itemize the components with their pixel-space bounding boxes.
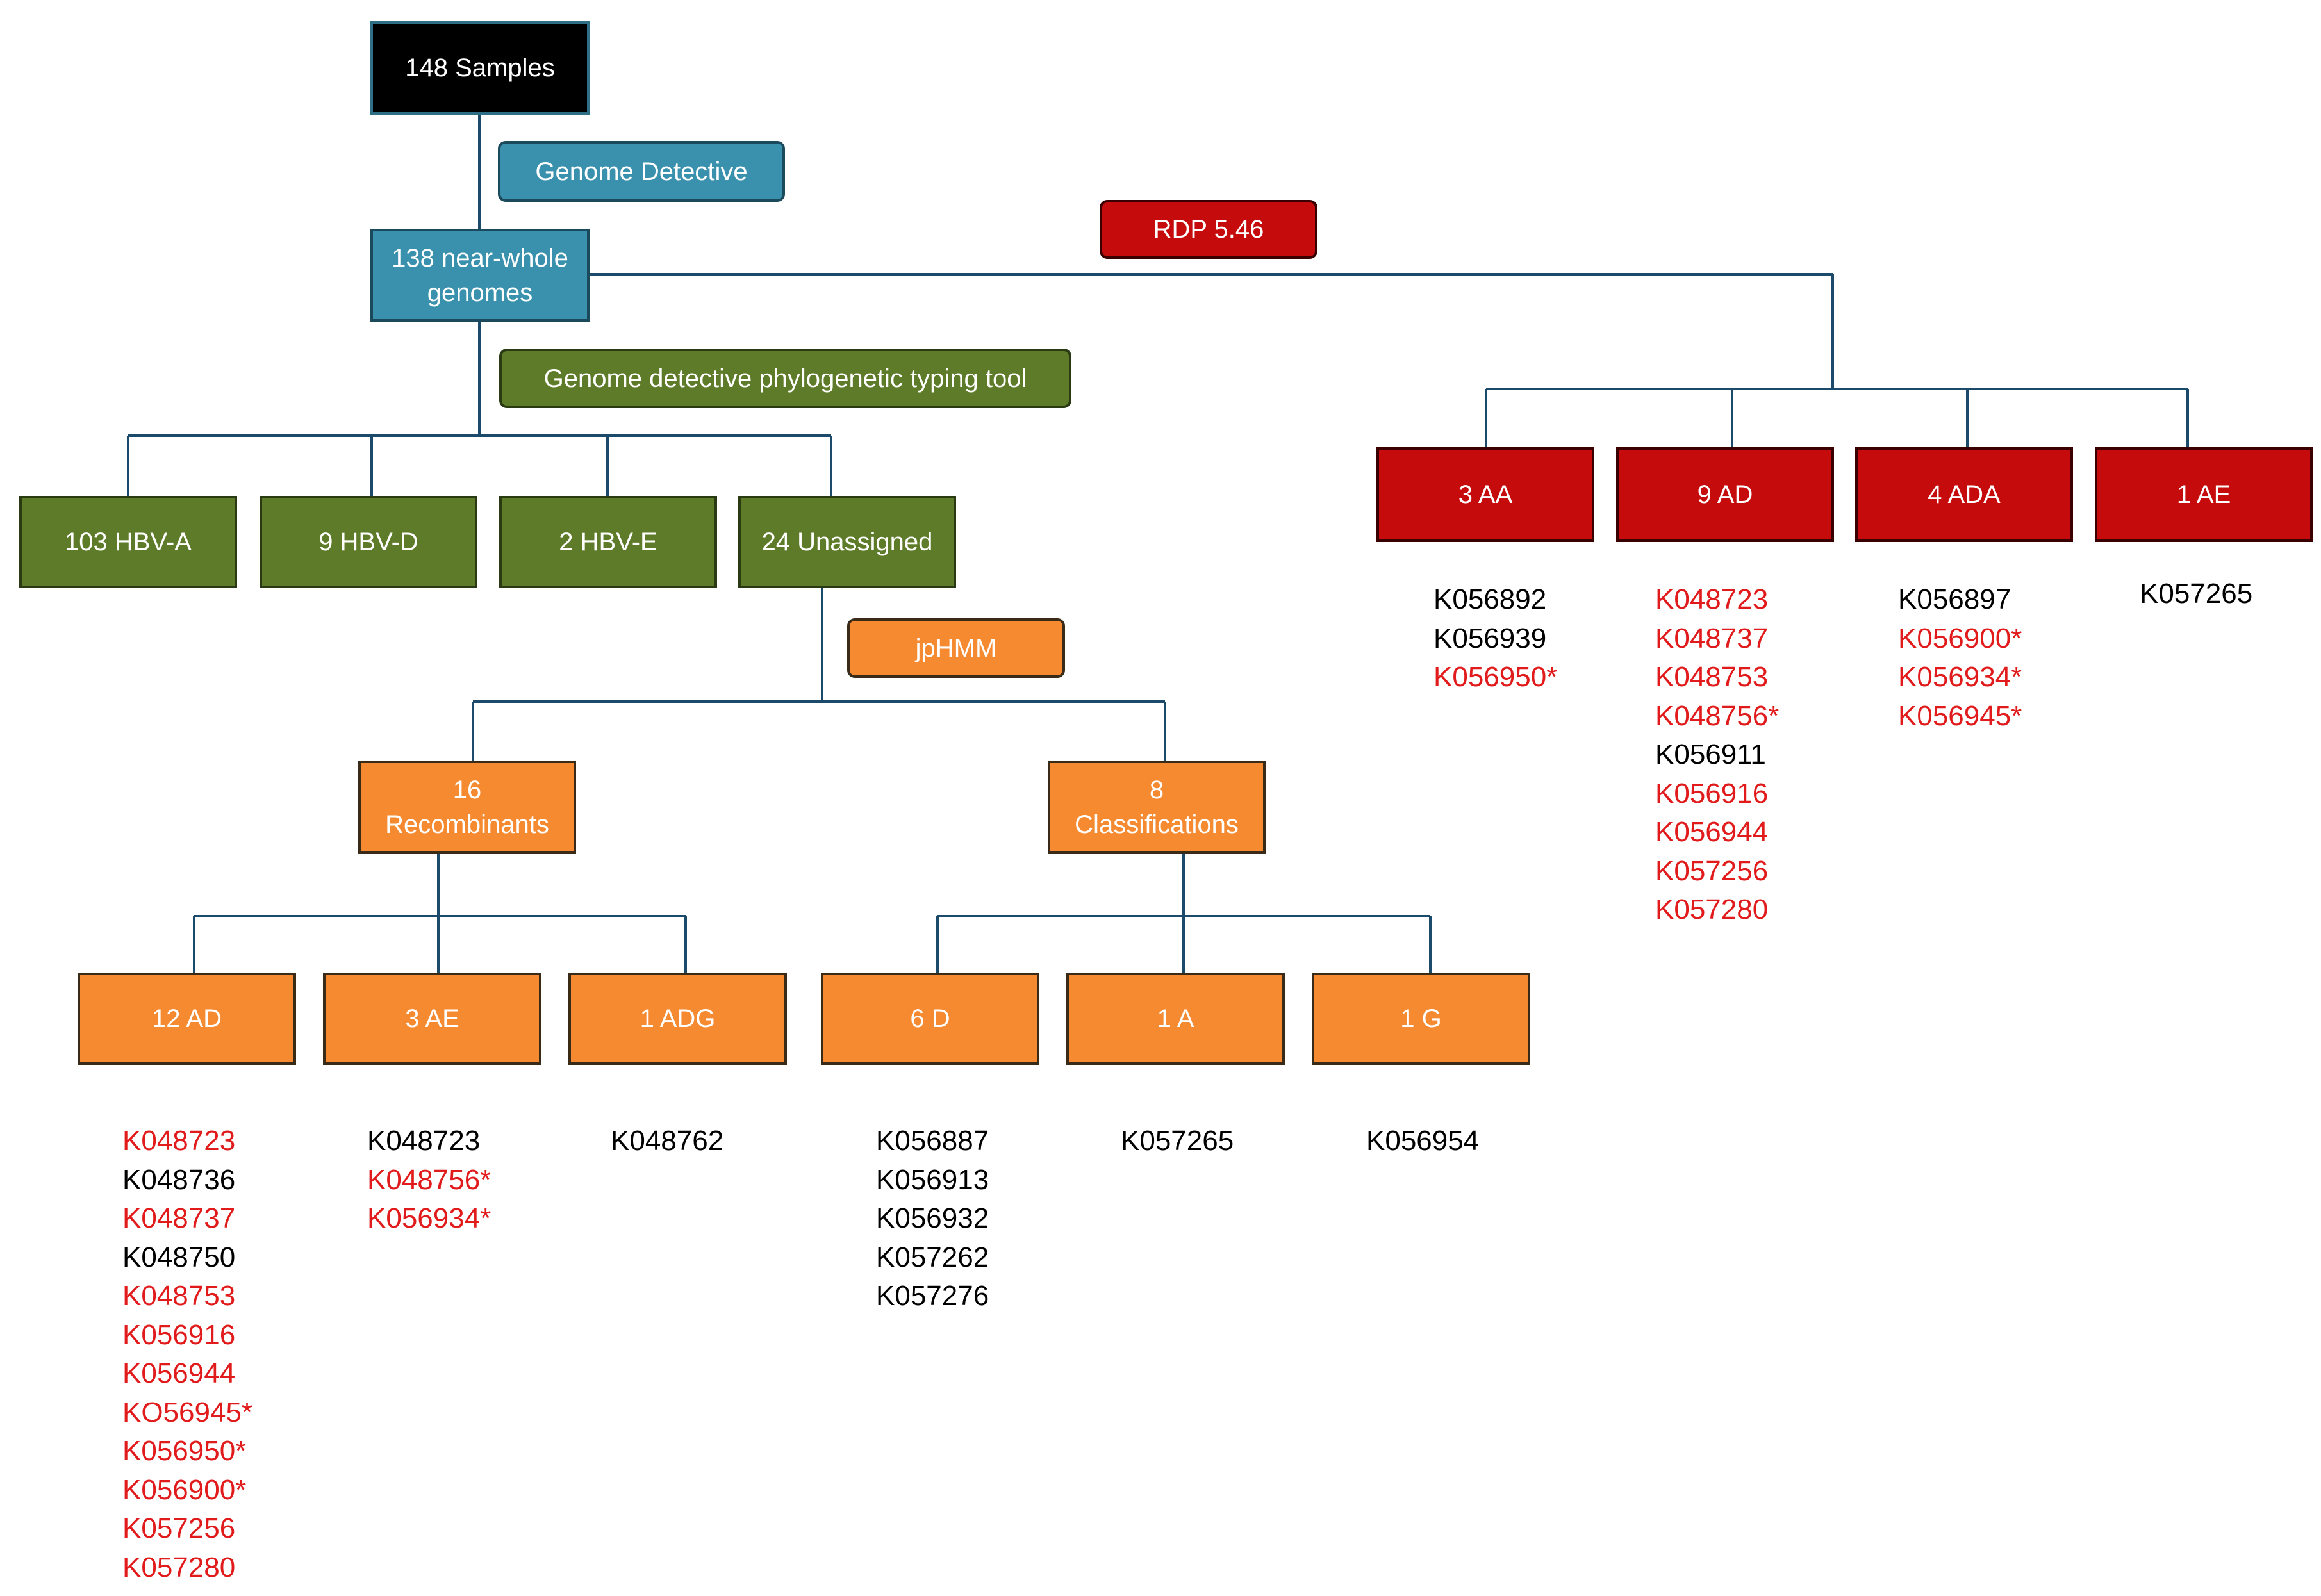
- node-1-adg: 1 ADG: [568, 973, 787, 1065]
- sample-id: K048756*: [1655, 700, 1780, 732]
- node-recombinants: 16 Recombinants: [358, 761, 576, 854]
- sample-id: K048756*: [367, 1164, 491, 1196]
- sample-id: K057265: [1121, 1125, 1234, 1156]
- sample-id: K056939: [1433, 622, 1547, 654]
- sample-list-1-g: K056954: [1366, 1122, 1479, 1161]
- node-4-ada: 4 ADA: [1855, 447, 2073, 542]
- sample-id: K056897: [1898, 584, 2011, 615]
- node-12-ad: 12 AD: [78, 973, 296, 1065]
- sample-id: K056911: [1655, 739, 1766, 770]
- sample-id: K048723: [122, 1125, 236, 1156]
- sample-id: K048723: [367, 1125, 481, 1156]
- sample-id: K048753: [122, 1280, 236, 1312]
- node-1-a: 1 A: [1066, 973, 1285, 1065]
- sample-id: K048723: [1655, 584, 1769, 615]
- node-1-g: 1 G: [1312, 973, 1530, 1065]
- tag-genome-detective: Genome Detective: [498, 141, 785, 202]
- sample-id: K056950*: [122, 1435, 247, 1467]
- sample-id: K056887: [876, 1125, 989, 1156]
- node-classifications: 8 Classifications: [1048, 761, 1266, 854]
- sample-id: K057265: [2140, 578, 2253, 609]
- sample-id: K056892: [1433, 584, 1547, 615]
- sample-id: K056900*: [1898, 622, 2022, 654]
- node-hbv-d: 9 HBV-D: [260, 496, 477, 588]
- tag-jphmm: jpHMM: [847, 618, 1065, 678]
- sample-id: K048762: [611, 1125, 724, 1156]
- sample-id: K056945*: [1898, 700, 2022, 732]
- sample-id: K048750: [122, 1241, 236, 1273]
- sample-id: K057280: [1655, 894, 1769, 925]
- sample-list-1-a: K057265: [1121, 1122, 1234, 1161]
- tag-rdp: RDP 5.46: [1100, 200, 1317, 259]
- sample-id: K056934*: [367, 1203, 491, 1234]
- node-unassigned: 24 Unassigned: [738, 496, 956, 588]
- node-148-samples: 148 Samples: [370, 21, 590, 115]
- sample-id: K056954: [1366, 1125, 1480, 1156]
- node-3-aa: 3 AA: [1376, 447, 1594, 542]
- sample-id: K056900*: [122, 1474, 247, 1506]
- node-3-ae: 3 AE: [323, 973, 541, 1065]
- node-hbv-e: 2 HBV-E: [499, 496, 717, 588]
- node-6-d: 6 D: [821, 973, 1039, 1065]
- sample-id: K056913: [876, 1164, 989, 1196]
- sample-id: K056944: [1655, 816, 1769, 848]
- sample-id: K048753: [1655, 661, 1769, 693]
- sample-id: K057280: [122, 1551, 236, 1583]
- sample-id: K056950*: [1433, 661, 1558, 693]
- sample-id: K056916: [1655, 777, 1769, 809]
- node-138-near-whole-genomes: 138 near-whole genomes: [370, 229, 590, 322]
- sample-id: K056932: [876, 1203, 989, 1234]
- sample-id: K057256: [122, 1513, 236, 1544]
- sample-id: K048737: [122, 1203, 236, 1234]
- tag-phylogenetic-typing-tool: Genome detective phylogenetic typing too…: [499, 349, 1071, 408]
- node-9-ad: 9 AD: [1616, 447, 1834, 542]
- sample-id: K056934*: [1898, 661, 2022, 693]
- sample-id: K056916: [122, 1319, 236, 1351]
- sample-id: K057262: [876, 1241, 989, 1273]
- sample-id: K057256: [1655, 855, 1769, 887]
- sample-list-1-ae: K057265: [2140, 575, 2252, 614]
- sample-id: K048737: [1655, 622, 1769, 654]
- node-1-ae: 1 AE: [2095, 447, 2313, 542]
- sample-id: KO56945*: [122, 1396, 253, 1428]
- sample-id: K057276: [876, 1280, 989, 1312]
- sample-id: K056944: [122, 1358, 236, 1389]
- node-hbv-a: 103 HBV-A: [19, 496, 237, 588]
- sample-id: K048736: [122, 1164, 236, 1196]
- sample-list-1-adg: K048762: [611, 1122, 723, 1161]
